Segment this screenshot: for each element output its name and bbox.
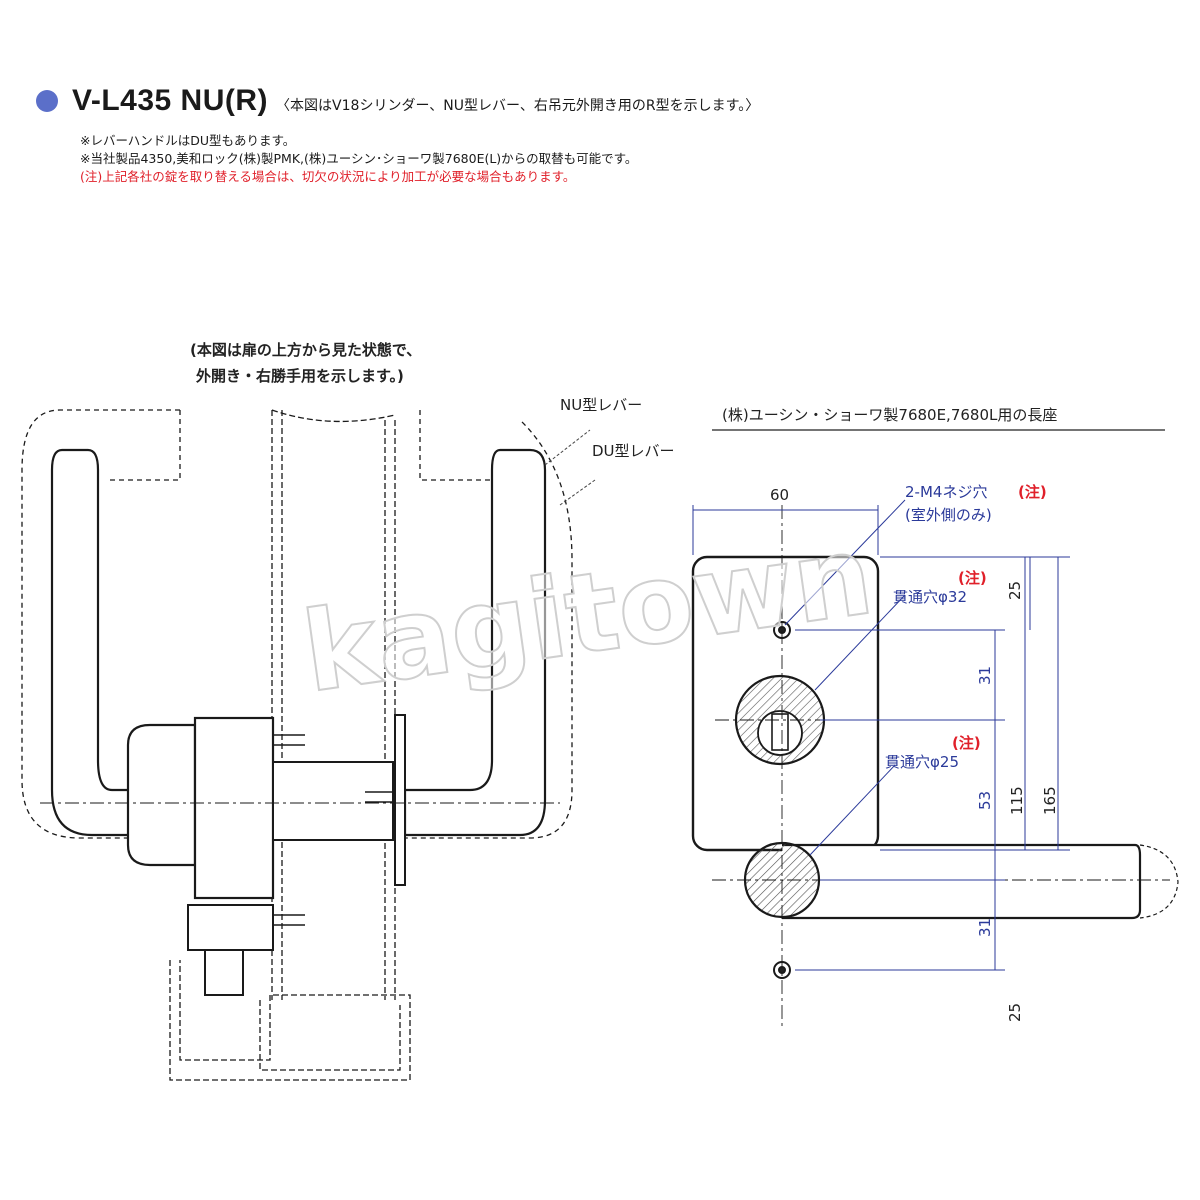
dim-31-top: 31 — [976, 666, 994, 685]
nu-lever-label: NU型レバー — [560, 396, 642, 414]
hole2-label: 貫通穴φ25 — [885, 753, 959, 771]
du-lever-outline — [21, 409, 573, 839]
screw-hole-sub: (室外側のみ) — [905, 506, 992, 524]
escutcheon — [193, 716, 275, 900]
note-1: ※レバーハンドルはDU型もあります。 — [80, 133, 296, 148]
dim-25-bottom: 25 — [1006, 1003, 1024, 1022]
model-subtitle: 〈本図はV18シリンダー、NU型レバー、右吊元外開き用のR型を示します。〉 — [276, 98, 760, 114]
dimensions — [692, 499, 1070, 971]
dim-width-60: 60 — [770, 486, 789, 504]
dim-165: 165 — [1041, 786, 1059, 815]
hole2-note: (注) — [952, 734, 981, 752]
warning-note: (注)上記各社の錠を取り替える場合は、切欠の状況により加工が必要な場合もあります… — [80, 169, 576, 184]
dim-25-top: 25 — [1006, 581, 1024, 600]
dim-115: 115 — [1008, 786, 1026, 815]
model-title: V-L435 NU(R) — [72, 84, 269, 117]
side-view — [21, 409, 596, 1081]
dim-31-bottom: 31 — [976, 918, 994, 937]
screw-hole-note: (注) — [1018, 483, 1047, 501]
side-caption-1: (本図は扉の上方から見た状態で、 — [190, 341, 421, 359]
du-lever-label: DU型レバー — [592, 442, 675, 460]
dim-53: 53 — [976, 791, 994, 810]
screw-hole-label: 2-M4ネジ穴 — [905, 483, 987, 501]
door-frame — [169, 960, 411, 1081]
hole1-note: (注) — [958, 569, 987, 587]
title-row: V-L435 NU(R) 〈本図はV18シリンダー、NU型レバー、右吊元外開き用… — [36, 84, 1176, 118]
hole1-label: 貫通穴φ32 — [893, 588, 967, 606]
plate-lever — [782, 843, 1142, 920]
bullet-icon — [36, 90, 58, 112]
note-2: ※当社製品4350,美和ロック(株)製PMK,(株)ユーシン･ショーワ製7680… — [80, 151, 638, 166]
lock-body — [126, 723, 197, 867]
plate-title: (株)ユーシン・ショーワ製7680E,7680L用の長座 — [722, 406, 1057, 424]
spindle — [272, 761, 394, 841]
header: V-L435 NU(R) 〈本図はV18シリンダー、NU型レバー、右吊元外開き用… — [36, 84, 1176, 186]
side-caption-2: 外開き・右勝手用を示します。) — [195, 367, 404, 385]
